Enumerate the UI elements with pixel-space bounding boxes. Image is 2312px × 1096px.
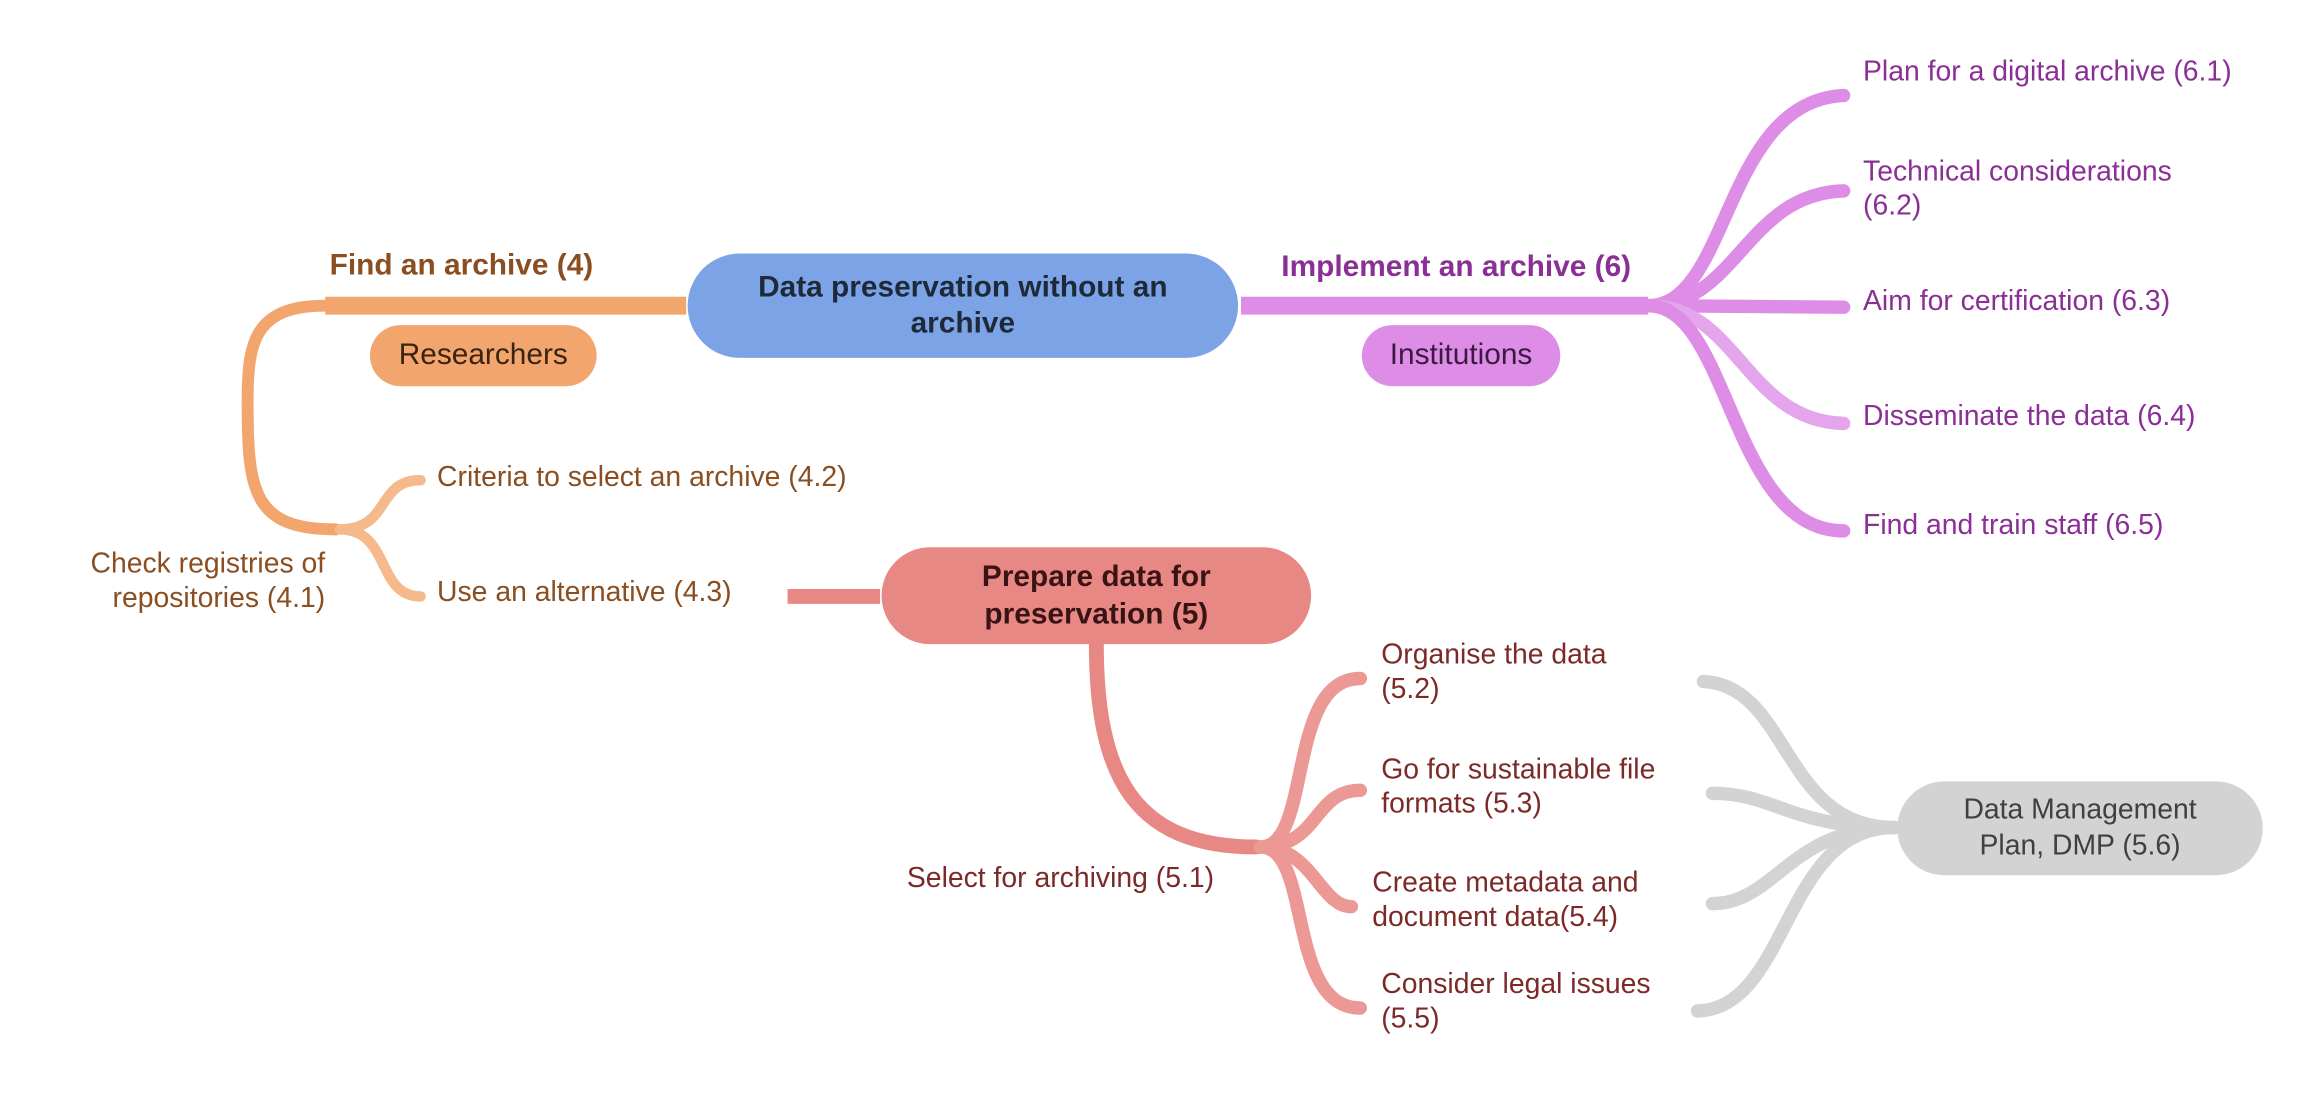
researchers-badge: Researchers [369,325,597,387]
implement-archive-title: Implement an archive (6) [1281,250,1632,284]
link-find-check [241,299,342,536]
institutions-label: Institutions [1389,338,1533,372]
link-select-55 [1253,840,1368,1015]
implement-item-62: Technical considerations (6.2) [1863,156,2172,222]
dmp-label: Data Management Plan, DMP (5.6) [1963,795,2197,862]
implement-item-64: Disseminate the data (6.4) [1863,401,2196,433]
link-prepare-select [1088,636,1264,855]
prepare-item-55: Consider legal issues (5.5) [1381,969,1651,1035]
center-node: Data preservation without an archive [687,253,1239,358]
prepare-data-node: Prepare data for preservation (5) [881,547,1312,645]
researchers-label: Researchers [398,338,568,372]
select-archiving-label: Select for archiving (5.1) [906,863,1215,895]
link-dmp-53 [1705,786,1902,835]
find-archive-title: Find an archive (4) [329,249,594,282]
implement-item-65: Find and train staff (6.5) [1863,509,2164,542]
link-dmp-55 [1690,820,1902,1018]
link-check-alternative [334,524,426,602]
prepare-item-53: Go for sustainable file formats (5.3) [1381,754,1656,820]
link-check-criteria [334,474,426,535]
link-dmp-52 [1696,674,1902,835]
implement-item-61: Plan for a digital archive (6.1) [1863,56,2232,88]
check-registries-label: Check registries of repositories (4.1) [90,548,326,615]
prepare-data-title: Prepare data for preservation (5) [981,560,1211,631]
center-title: Data preservation without an archive [758,270,1168,340]
prepare-item-54: Create metadata and document data(5.4) [1372,867,1639,934]
dmp-node: Data Management Plan, DMP (5.6) [1897,781,2263,876]
criteria-label: Criteria to select an archive (4.2) [437,462,847,494]
institutions-badge: Institutions [1361,325,1561,387]
link-implement-65 [1641,298,1851,538]
alternative-label: Use an alternative (4.3) [437,577,732,609]
implement-item-63: Aim for certification (6.3) [1863,286,2171,318]
prepare-item-52: Organise the data (5.2) [1381,639,1607,706]
